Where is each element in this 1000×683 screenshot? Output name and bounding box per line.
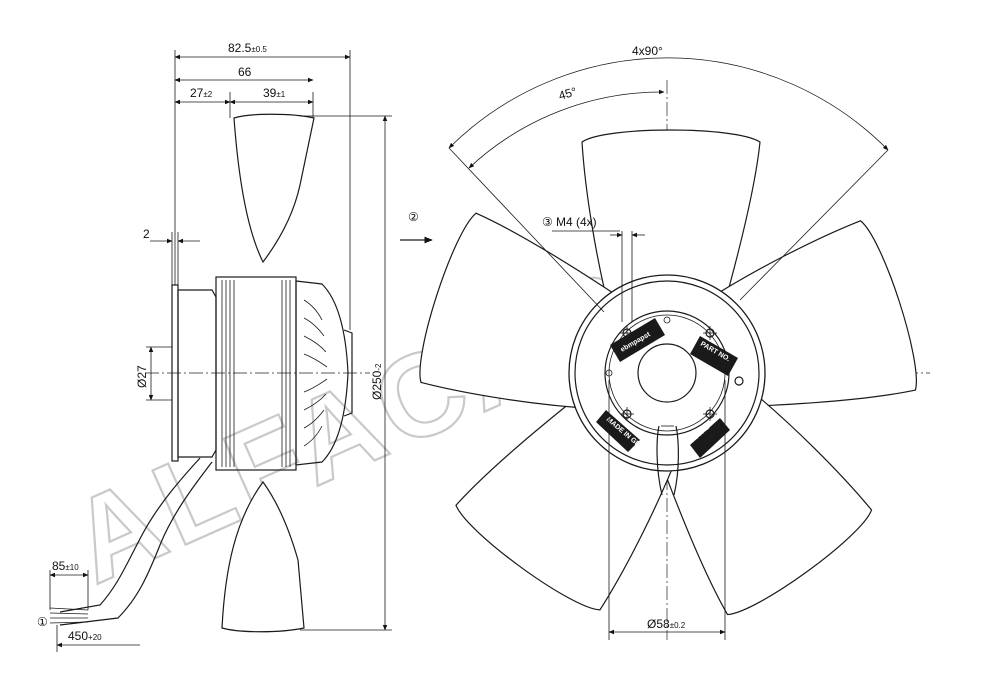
- motor-cable: [59, 457, 201, 613]
- side-view: ① 82.5±0.5 66 27±2 39±1 2 Ø27 Ø250-2: [37, 41, 392, 652]
- dim-body-length: 66: [238, 65, 252, 79]
- dim-strip-length: 85: [52, 559, 66, 573]
- svg-text:27±2: 27±2: [190, 86, 213, 100]
- dim-rear-length: 39: [263, 86, 277, 100]
- angle-arc-45: [468, 89, 665, 169]
- airflow-callout: ②: [408, 210, 419, 224]
- dim-flange-thickness: 2: [143, 227, 150, 241]
- svg-text:Ø58±0.2: Ø58±0.2: [647, 617, 686, 631]
- callout-1: ①: [37, 615, 48, 629]
- screw-callout: ③: [542, 215, 553, 229]
- dim-rear-length-tol: ±1: [276, 90, 285, 99]
- hub-bore: [637, 343, 697, 403]
- svg-text:82.5±0.5: 82.5±0.5: [228, 41, 267, 55]
- rear-fins: [303, 299, 328, 447]
- side-lower-blade: [221, 480, 305, 633]
- mounting-screw-holes: [605, 316, 744, 421]
- dim-overall-length: 82.5: [228, 41, 252, 55]
- front-view: ebmpapst MADE IN GERMANY TYPE PART NO. 4…: [400, 44, 930, 640]
- dim-front-length-tol: ±2: [203, 90, 212, 99]
- side-upper-blade: [233, 113, 315, 264]
- screw-label: M4 (4x): [556, 215, 597, 229]
- svg-text:39±1: 39±1: [263, 86, 286, 100]
- hub-label-areas: [596, 318, 738, 458]
- svg-text:85±10: 85±10: [52, 559, 79, 573]
- svg-text:Ø250-2: Ø250-2: [370, 363, 384, 400]
- dim-front-length: 27: [190, 86, 204, 100]
- dim-cable-length: 450: [68, 629, 88, 643]
- motor-rear-housing: [295, 280, 349, 466]
- dim-hub-diameter: Ø58: [647, 617, 670, 631]
- angle-label-90: 4x90°: [632, 44, 663, 58]
- angle-label-45: 45°: [557, 84, 578, 103]
- svg-text:450+20: 450+20: [68, 629, 102, 643]
- dim-hub-diameter-tol: ±0.2: [670, 621, 686, 630]
- dim-shaft-diameter: Ø27: [135, 365, 149, 388]
- front-cable-outlet: [656, 425, 679, 496]
- dim-strip-length-tol: ±10: [65, 563, 79, 572]
- rotor-ribs: [221, 280, 291, 467]
- dim-cable-length-tol: +20: [88, 633, 102, 642]
- dim-fan-diameter-tol: -2: [374, 363, 383, 371]
- dim-fan-diameter: Ø250: [370, 370, 384, 400]
- dim-overall-length-tol: ±0.5: [251, 45, 267, 54]
